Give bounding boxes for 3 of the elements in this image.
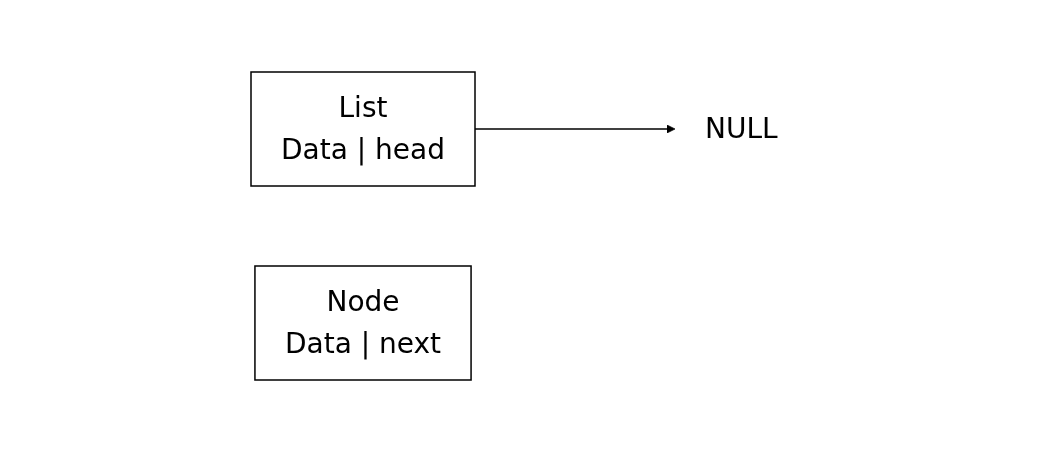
node-text: NULL: [705, 112, 778, 145]
node-box: List Data | head: [250, 71, 476, 187]
node-box: Node Data | next: [254, 265, 472, 381]
